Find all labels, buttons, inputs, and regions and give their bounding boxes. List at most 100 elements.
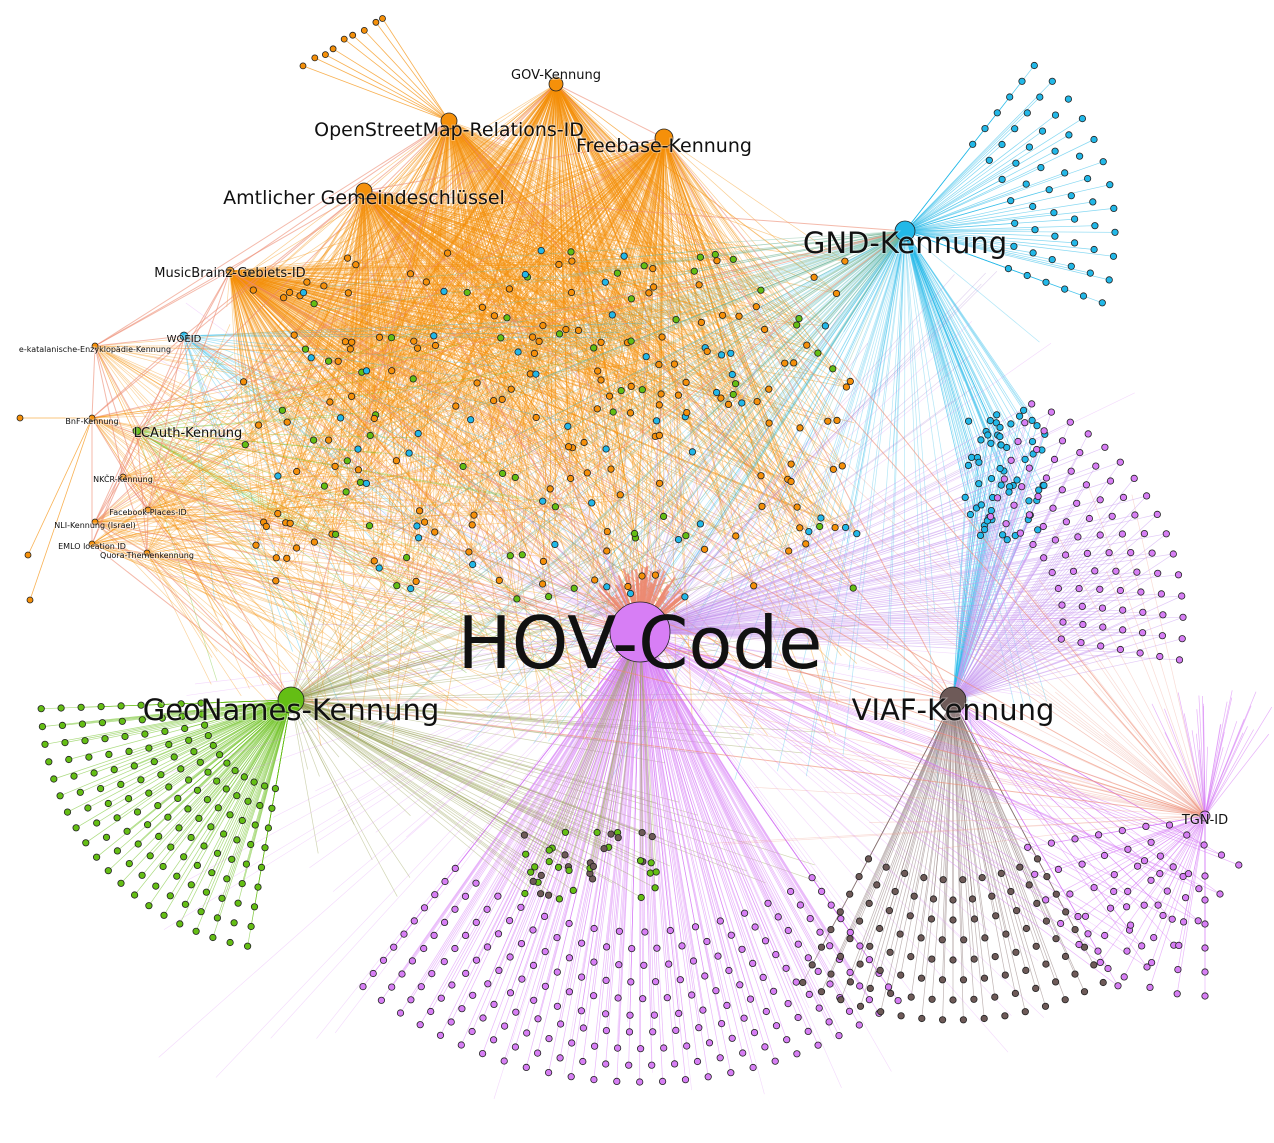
graph-edge	[555, 83, 843, 467]
graph-edge	[363, 190, 657, 422]
graph-node	[920, 873, 928, 882]
graph-node	[532, 370, 540, 378]
graph-edge	[315, 230, 906, 517]
hub-node-facebook	[144, 506, 152, 514]
graph-edge	[363, 190, 650, 294]
graph-node	[70, 772, 78, 780]
graph-node	[160, 911, 168, 919]
graph-edge	[555, 83, 656, 437]
graph-edge	[555, 83, 613, 315]
graph-edge	[363, 190, 475, 516]
graph-edge	[663, 137, 795, 364]
graph-edge	[290, 551, 474, 701]
graph-edge	[122, 476, 559, 631]
graph-edge	[363, 190, 622, 391]
graph-edge	[448, 120, 573, 448]
graph-node	[723, 1001, 731, 1010]
graph-edge	[639, 360, 952, 633]
graph-edge	[91, 417, 450, 677]
graph-edge	[904, 139, 1095, 232]
graph-edge	[363, 190, 512, 390]
graph-node	[1156, 652, 1164, 661]
graph-edge	[639, 529, 843, 633]
graph-node	[980, 1014, 988, 1023]
graph-edge	[448, 120, 632, 342]
graph-edge	[324, 120, 450, 487]
graph-edge	[824, 230, 906, 726]
graph-edge	[840, 699, 954, 1000]
graph-edge	[296, 83, 557, 549]
graph-edge	[904, 230, 1075, 244]
graph-node	[342, 488, 350, 496]
graph-edge	[229, 270, 575, 589]
graph-node	[311, 54, 319, 62]
graph-edge	[543, 230, 906, 379]
graph-node	[1033, 855, 1042, 863]
graph-node	[369, 969, 377, 978]
graph-edge	[229, 270, 371, 436]
graph-edge	[363, 190, 544, 326]
graph-node	[815, 1004, 823, 1012]
graph-edge	[363, 190, 380, 569]
graph-node	[796, 524, 804, 532]
graph-edge	[482, 83, 557, 308]
graph-edge	[229, 270, 595, 581]
graph-node	[716, 917, 724, 925]
graph-edge	[361, 504, 641, 633]
graph-node	[1011, 989, 1020, 998]
graph-node	[910, 892, 918, 900]
graph-edge	[713, 230, 906, 421]
graph-node	[764, 899, 772, 907]
graph-node	[651, 571, 660, 579]
graph-node	[1011, 125, 1019, 133]
graph-node	[354, 445, 362, 453]
graph-edge	[229, 270, 721, 399]
graph-edge	[358, 137, 665, 471]
graph-node	[1184, 870, 1193, 878]
graph-edge	[639, 631, 800, 1003]
graph-node	[846, 890, 854, 898]
graph-edge	[639, 355, 971, 633]
graph-node	[553, 1002, 562, 1010]
graph-edge	[114, 699, 292, 770]
graph-edge	[363, 190, 410, 454]
graph-edge	[663, 137, 858, 534]
graph-edge	[91, 543, 448, 698]
graph-edge	[122, 354, 552, 478]
graph-edge	[515, 631, 641, 1013]
graph-edge	[904, 183, 1027, 232]
graph-edge	[639, 270, 998, 633]
graph-edge	[639, 631, 1221, 895]
graph-node	[1110, 870, 1118, 879]
graph-node	[407, 996, 415, 1004]
hub-node-bnf	[88, 414, 96, 422]
graph-edge	[354, 230, 906, 556]
graph-edge	[509, 137, 665, 556]
graph-node	[320, 482, 328, 490]
graph-edge	[183, 335, 459, 377]
graph-edge	[348, 137, 665, 294]
graph-edge	[565, 230, 906, 331]
graph-node	[977, 501, 985, 509]
graph-node	[1071, 239, 1079, 247]
graph-edge	[534, 137, 665, 354]
graph-edge	[289, 83, 557, 524]
graph-edge	[229, 270, 544, 562]
graph-edge	[1100, 815, 1206, 963]
graph-edge	[229, 270, 636, 539]
graph-edge	[94, 521, 641, 633]
graph-edge	[904, 81, 1053, 232]
graph-edge	[363, 190, 470, 553]
graph-edge	[229, 270, 588, 439]
graph-edge	[358, 83, 557, 470]
graph-edge	[1015, 763, 1206, 817]
graph-node	[1216, 890, 1224, 898]
graph-node	[187, 833, 195, 842]
graph-edge	[637, 230, 906, 639]
graph-edge	[904, 230, 1095, 250]
graph-edge	[229, 270, 729, 405]
graph-node	[1051, 111, 1060, 119]
graph-edge	[448, 120, 702, 323]
graph-edge	[639, 440, 1063, 633]
graph-node	[1147, 876, 1155, 884]
